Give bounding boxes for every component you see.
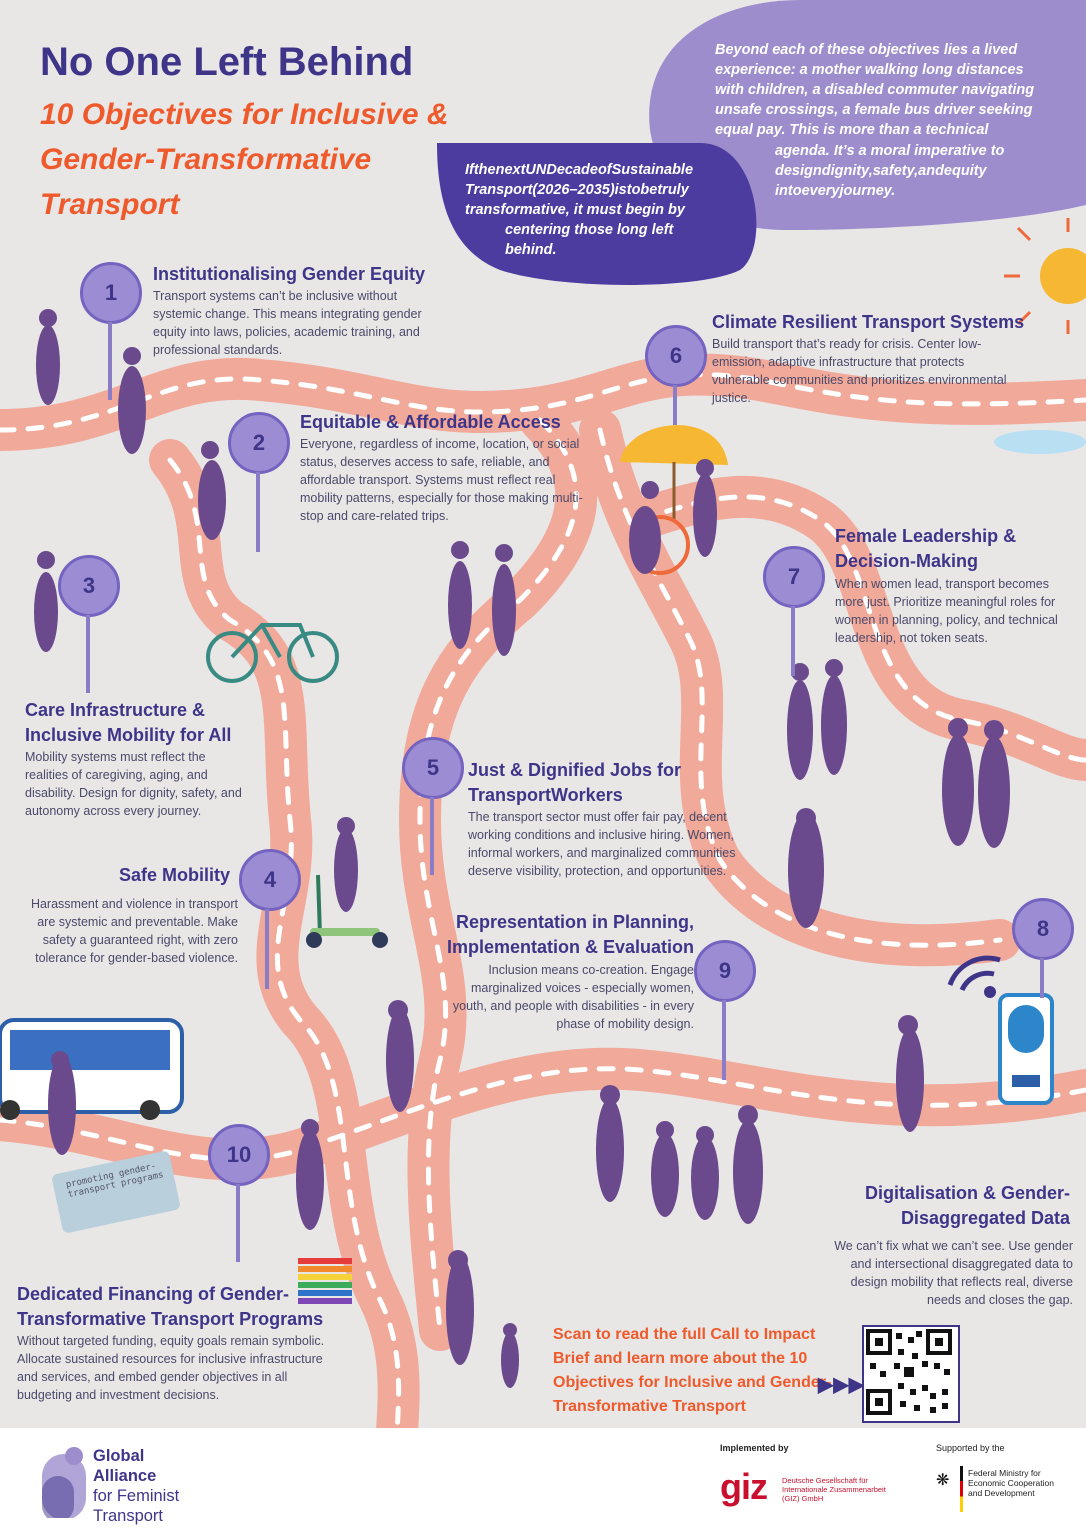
objective-1-title: Institutionalising Gender Equity — [153, 264, 426, 284]
objective-7-pin — [791, 606, 795, 676]
objective-8-marker: 8 — [1012, 898, 1074, 960]
alliance-name-line1: Global — [93, 1447, 145, 1465]
objective-1-marker: 1 — [80, 262, 142, 324]
objective-3-pin — [86, 615, 90, 693]
objective-6-text: Build transport that’s ready for crisis.… — [712, 337, 1007, 405]
implemented-by-label: Implemented by — [720, 1443, 789, 1453]
objective-5-marker: 5 — [402, 737, 464, 799]
objective-4-text: Harassment and violence in transport are… — [30, 897, 238, 965]
decade-blob-text-continued: centering those long left behind. — [505, 222, 674, 258]
objective-10-title: Dedicated Financing of Gender-Transforma… — [17, 1284, 324, 1329]
decade-blob-text: IfthenextUNDecadeofSustainable Transport… — [465, 162, 694, 218]
objective-9-marker: 9 — [694, 940, 756, 1002]
objective-5-pin — [430, 797, 434, 875]
objective-6-pin — [673, 385, 677, 425]
giz-name: Deutsche Gesellschaft für Internationale… — [782, 1476, 886, 1503]
objective-9-text: Inclusion means co-creation. Engage marg… — [452, 963, 694, 1031]
objective-3-title: Care Infrastructure & Inclusive Mobility… — [25, 700, 232, 745]
objective-6-title: Climate Resilient Transport Systems — [712, 312, 1025, 332]
objective-4-marker: 4 — [239, 849, 301, 911]
qr-code-pattern — [866, 1329, 952, 1415]
objective-2-text: Everyone, regardless of income, location… — [300, 437, 583, 523]
objective-3-marker: 3 — [58, 555, 120, 617]
objective-10-text: Without targeted funding, equity goals r… — [17, 1334, 325, 1402]
scan-call-to-action: Scan to read the full Call to Impact Bri… — [553, 1326, 832, 1415]
objective-1-pin — [108, 322, 112, 400]
arrow-icon: ▶▶▶ — [818, 1374, 865, 1396]
qr-code[interactable] — [862, 1325, 960, 1423]
objective-10-pin — [236, 1184, 240, 1262]
objective-9-pin — [722, 1000, 726, 1080]
eagle-icon: ❋ — [936, 1472, 950, 1489]
objective-9-title: Representation in Planning, Implementati… — [446, 912, 694, 957]
objective-8-text: We can’t fix what we can’t see. Use gend… — [834, 1239, 1073, 1307]
objective-2-marker: 2 — [228, 412, 290, 474]
page-subtitle: 10 Objectives for Inclusive & Gender-Tra… — [40, 98, 449, 221]
objective-4-pin — [265, 909, 269, 989]
objective-1-text: Transport systems can’t be inclusive wit… — [153, 289, 422, 357]
alliance-name: Global Alliance for Feminist Transport — [93, 1446, 179, 1526]
alliance-name-line3: for Feminist — [93, 1487, 180, 1505]
objective-7-marker: 7 — [763, 546, 825, 608]
objective-7-title: Female Leadership & Decision-Making — [835, 526, 1017, 571]
objective-3-text: Mobility systems must reflect the realit… — [25, 750, 242, 818]
giz-logo: giz — [720, 1466, 768, 1507]
alliance-name-line2: Alliance — [93, 1467, 157, 1485]
alliance-logo-icon — [38, 1446, 90, 1522]
objective-5-title: Just & Dignified Jobs for TransportWorke… — [468, 760, 682, 805]
objective-10-marker: 10 — [208, 1124, 270, 1186]
objective-6-marker: 6 — [645, 325, 707, 387]
objective-2-title: Equitable & Affordable Access — [300, 412, 561, 432]
intro-blob-text: Beyond each of these objectives lies a l… — [715, 42, 1035, 138]
objective-8-pin — [1040, 958, 1044, 998]
objective-4-title: Safe Mobility — [118, 865, 230, 885]
supported-by-label: Supported by the — [936, 1443, 1005, 1453]
footer-bar — [0, 1428, 1086, 1536]
objective-5-text: The transport sector must offer fair pay… — [468, 810, 736, 878]
alliance-name-line4: Transport — [93, 1507, 163, 1525]
page-title: No One Left Behind — [40, 40, 414, 84]
objective-2-pin — [256, 472, 260, 552]
intro-blob-text-continued: agenda. It’s a moral imperative to desig… — [775, 143, 1005, 199]
ministry-divider — [960, 1466, 963, 1512]
objective-7-text: When women lead, transport becomes more … — [835, 577, 1058, 645]
objective-8-title: Digitalisation & Gender-Disaggregated Da… — [864, 1183, 1070, 1228]
ministry-name: Federal Ministry for Economic Cooperatio… — [968, 1468, 1054, 1498]
